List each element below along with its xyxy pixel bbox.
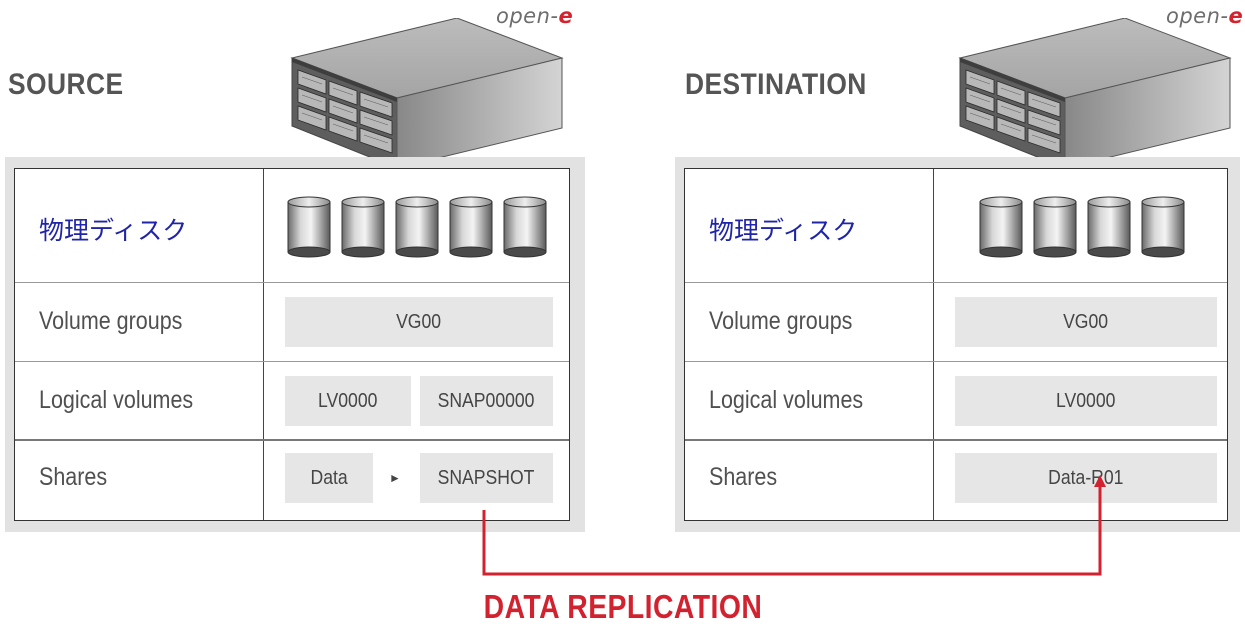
source-logical-volumes-row: Logical volumes LV0000 SNAP00000 — [15, 361, 569, 439]
source-logical-volumes-label: Logical volumes — [39, 386, 194, 414]
destination-volume-groups-label: Volume groups — [709, 307, 853, 335]
destination-heading: DESTINATION — [685, 68, 867, 101]
open-e-logo: open-e — [1166, 4, 1244, 28]
destination-table: 物理ディスク Volume groups VG00 Logical volume… — [684, 168, 1228, 521]
source-table: 物理ディスク Volume groups VG00 Logical volume… — [14, 168, 570, 521]
source-panel: open-e SOURCE 物理ディスク Volume groups VG00 — [0, 0, 590, 540]
arrow-right-icon: ► — [389, 471, 401, 485]
destination-logical-volumes-row: Logical volumes LV0000 — [685, 361, 1227, 439]
source-lv-box: LV0000 — [285, 376, 411, 426]
destination-frame: 物理ディスク Volume groups VG00 Logical volume… — [675, 157, 1240, 532]
destination-vg-box: VG00 — [955, 297, 1217, 347]
destination-logical-volumes-label: Logical volumes — [709, 386, 864, 414]
source-volume-groups-row: Volume groups VG00 — [15, 282, 569, 361]
source-vg-box: VG00 — [285, 297, 553, 347]
source-snapshot-share-box: SNAPSHOT — [420, 453, 553, 503]
destination-lv-box: LV0000 — [955, 376, 1217, 426]
source-shares-label: Shares — [39, 463, 108, 491]
source-snap-lv-box: SNAP00000 — [420, 376, 553, 426]
source-disk-row: 物理ディスク — [15, 169, 569, 282]
destination-share-box: Data-R01 — [955, 453, 1217, 503]
source-data-share-box: Data — [285, 453, 373, 503]
destination-shares-row: Shares Data-R01 — [685, 439, 1227, 520]
arrow-up-icon — [1094, 475, 1106, 487]
source-disk-label: 物理ディスク — [39, 216, 188, 245]
source-frame: 物理ディスク Volume groups VG00 Logical volume… — [5, 157, 585, 532]
data-replication-label: DATA REPLICATION — [483, 588, 762, 625]
destination-panel: open-e DESTINATION 物理ディスク Volume groups … — [670, 0, 1245, 540]
destination-volume-groups-row: Volume groups VG00 — [685, 282, 1227, 361]
source-shares-row: Shares Data ► SNAPSHOT — [15, 439, 569, 520]
destination-shares-label: Shares — [709, 463, 778, 491]
destination-disk-row: 物理ディスク — [685, 169, 1227, 282]
source-heading: SOURCE — [8, 68, 124, 101]
destination-disk-label: 物理ディスク — [709, 216, 858, 245]
source-volume-groups-label: Volume groups — [39, 307, 183, 335]
open-e-logo: open-e — [496, 4, 574, 28]
